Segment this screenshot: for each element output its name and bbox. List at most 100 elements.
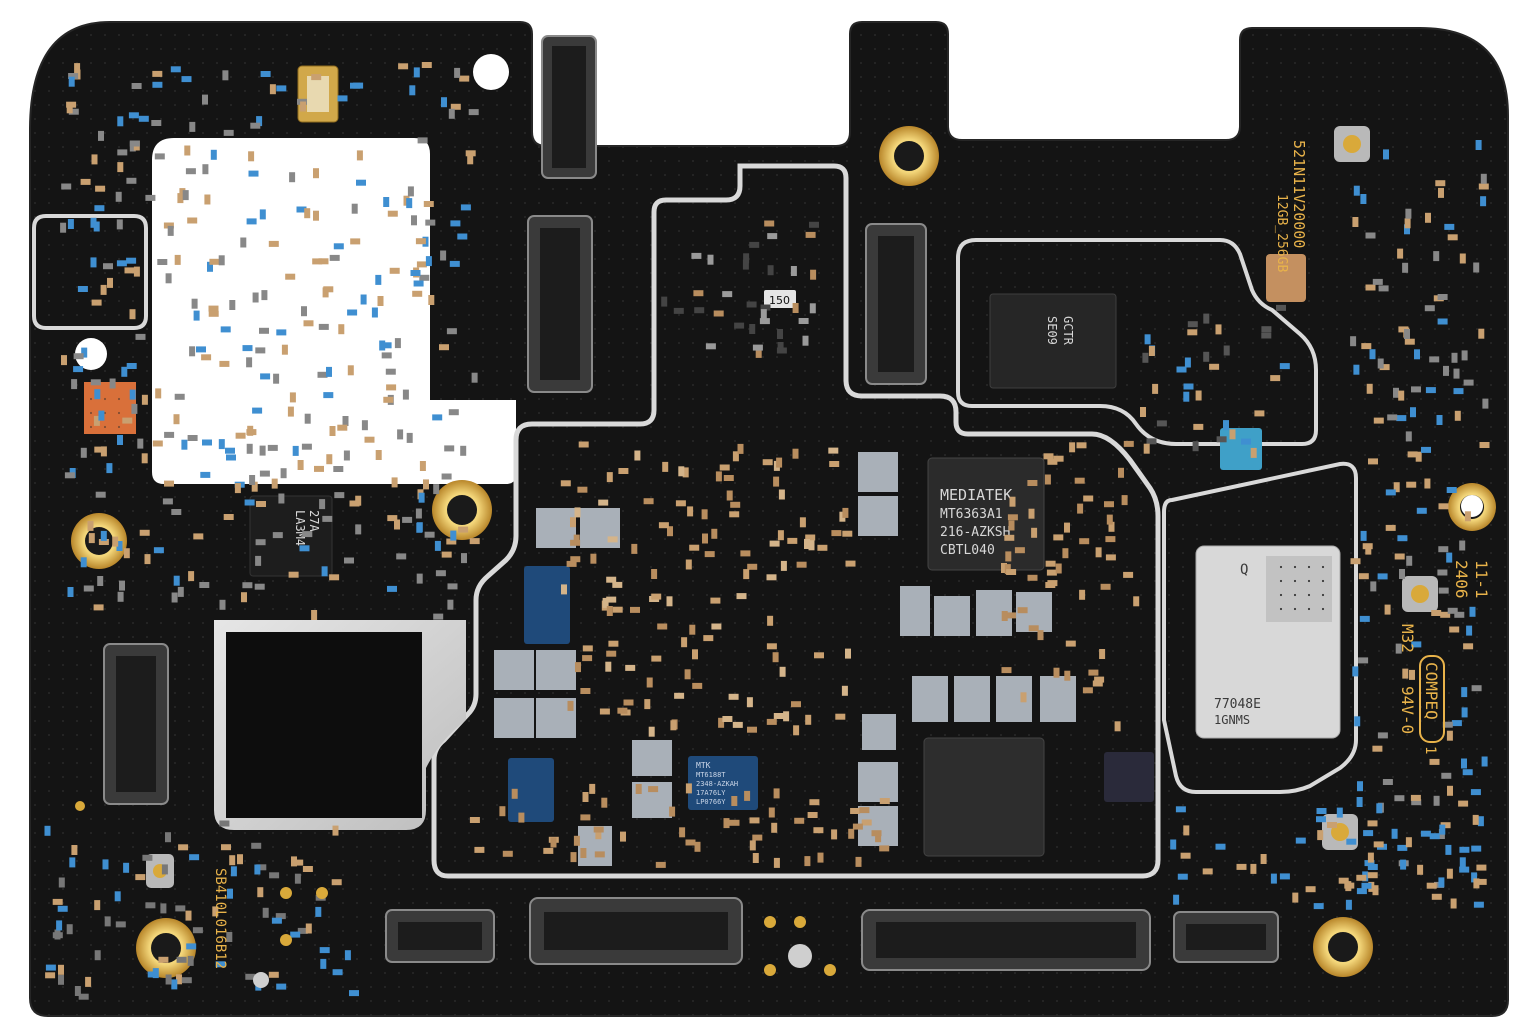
smd-component bbox=[1461, 758, 1467, 769]
smd-component bbox=[66, 103, 73, 114]
smd-component bbox=[829, 461, 840, 467]
smd-component bbox=[1183, 383, 1194, 390]
smd-component bbox=[174, 254, 181, 265]
smd-component bbox=[842, 530, 853, 537]
smd-component bbox=[446, 328, 457, 335]
smd-component bbox=[598, 499, 609, 506]
smd-component bbox=[185, 910, 192, 921]
smd-component bbox=[1473, 878, 1480, 889]
smd-component bbox=[1440, 822, 1451, 829]
smd-component bbox=[1420, 830, 1431, 837]
smd-component bbox=[599, 708, 610, 715]
smd-component bbox=[296, 206, 307, 213]
smd-component bbox=[737, 443, 744, 454]
smd-component bbox=[713, 310, 724, 317]
smd-component bbox=[752, 344, 763, 351]
smd-component bbox=[685, 559, 692, 570]
smd-component bbox=[90, 257, 97, 268]
smd-component bbox=[164, 480, 174, 487]
smd-component bbox=[1378, 285, 1389, 292]
smd-component bbox=[1203, 313, 1210, 324]
smd-component bbox=[1425, 387, 1436, 394]
smd-component bbox=[1400, 859, 1407, 870]
smd-component bbox=[582, 655, 593, 662]
smd-component bbox=[746, 301, 757, 308]
smd-component bbox=[175, 905, 186, 912]
smd-component bbox=[578, 441, 589, 448]
smd-component bbox=[391, 477, 398, 488]
smd-component bbox=[95, 185, 106, 192]
smd-component bbox=[1438, 877, 1445, 888]
smd-component bbox=[593, 826, 604, 833]
smd-component bbox=[259, 209, 266, 220]
silk-date-1: 11-1 bbox=[1472, 560, 1491, 599]
inductor bbox=[764, 290, 796, 308]
smd-component bbox=[1447, 607, 1458, 614]
smd-component bbox=[1379, 364, 1390, 371]
smd-component bbox=[1367, 820, 1378, 827]
smd-component bbox=[1352, 666, 1359, 677]
smd-component bbox=[332, 825, 339, 836]
smd-component bbox=[355, 495, 362, 506]
smd-component bbox=[117, 591, 124, 602]
smd-component bbox=[1209, 363, 1220, 370]
smd-component bbox=[375, 450, 382, 460]
silk-rev-code: 521N11V20000 bbox=[1290, 140, 1308, 248]
smd-component bbox=[1409, 669, 1415, 680]
smd-component bbox=[1360, 530, 1367, 541]
smd-component bbox=[474, 846, 485, 853]
soc-line3: 216-AZKSH bbox=[940, 525, 1010, 540]
smd-component bbox=[78, 993, 89, 1000]
smd-component bbox=[1195, 390, 1202, 401]
smd-component bbox=[1055, 563, 1062, 574]
smd-component bbox=[135, 333, 146, 340]
smd-component bbox=[268, 240, 279, 247]
smd-component bbox=[1279, 873, 1290, 880]
smd-component bbox=[347, 365, 354, 376]
smd-component bbox=[1366, 383, 1373, 394]
smd-component bbox=[1395, 643, 1402, 654]
smd-component bbox=[1121, 495, 1128, 506]
smd-component bbox=[129, 140, 140, 147]
smd-component bbox=[1064, 670, 1071, 681]
smd-component bbox=[681, 637, 688, 648]
smd-component bbox=[413, 67, 420, 78]
smd-component bbox=[313, 168, 319, 179]
smd-component bbox=[595, 829, 602, 840]
smd-component bbox=[58, 877, 65, 888]
smd-component bbox=[98, 410, 105, 421]
smd-component bbox=[618, 468, 629, 474]
rf-coax-connector-icon bbox=[1334, 126, 1370, 162]
smd-component bbox=[1480, 173, 1487, 184]
smd-component bbox=[242, 345, 253, 352]
smd-component bbox=[575, 662, 581, 673]
smd-component bbox=[116, 260, 127, 267]
smd-component bbox=[1241, 438, 1251, 445]
smd-component bbox=[1454, 611, 1465, 618]
smd-component bbox=[678, 466, 685, 477]
smd-component bbox=[294, 873, 301, 884]
inductor-label: 150 bbox=[769, 294, 790, 307]
smd-component bbox=[747, 726, 757, 733]
smd-component bbox=[1365, 284, 1376, 291]
smd-component bbox=[1216, 436, 1227, 443]
smd-component bbox=[406, 198, 413, 209]
smd-component bbox=[1417, 864, 1424, 875]
smd-component bbox=[790, 266, 797, 276]
rf-module-part: 77048E bbox=[1214, 697, 1261, 712]
smd-component bbox=[871, 830, 882, 837]
smd-component bbox=[44, 825, 51, 836]
smd-component bbox=[1177, 873, 1188, 880]
smd-component bbox=[1404, 218, 1411, 229]
smd-component bbox=[1449, 626, 1460, 633]
board-to-board-connector-icon bbox=[385, 909, 495, 963]
smd-component bbox=[1006, 612, 1017, 619]
smd-component bbox=[1045, 582, 1056, 588]
smd-component bbox=[1461, 687, 1468, 698]
smd-component bbox=[1405, 208, 1412, 219]
smd-component bbox=[94, 205, 105, 212]
smd-component bbox=[93, 221, 100, 232]
gold-ring-hole-icon bbox=[879, 126, 939, 186]
smd-component bbox=[722, 716, 733, 722]
